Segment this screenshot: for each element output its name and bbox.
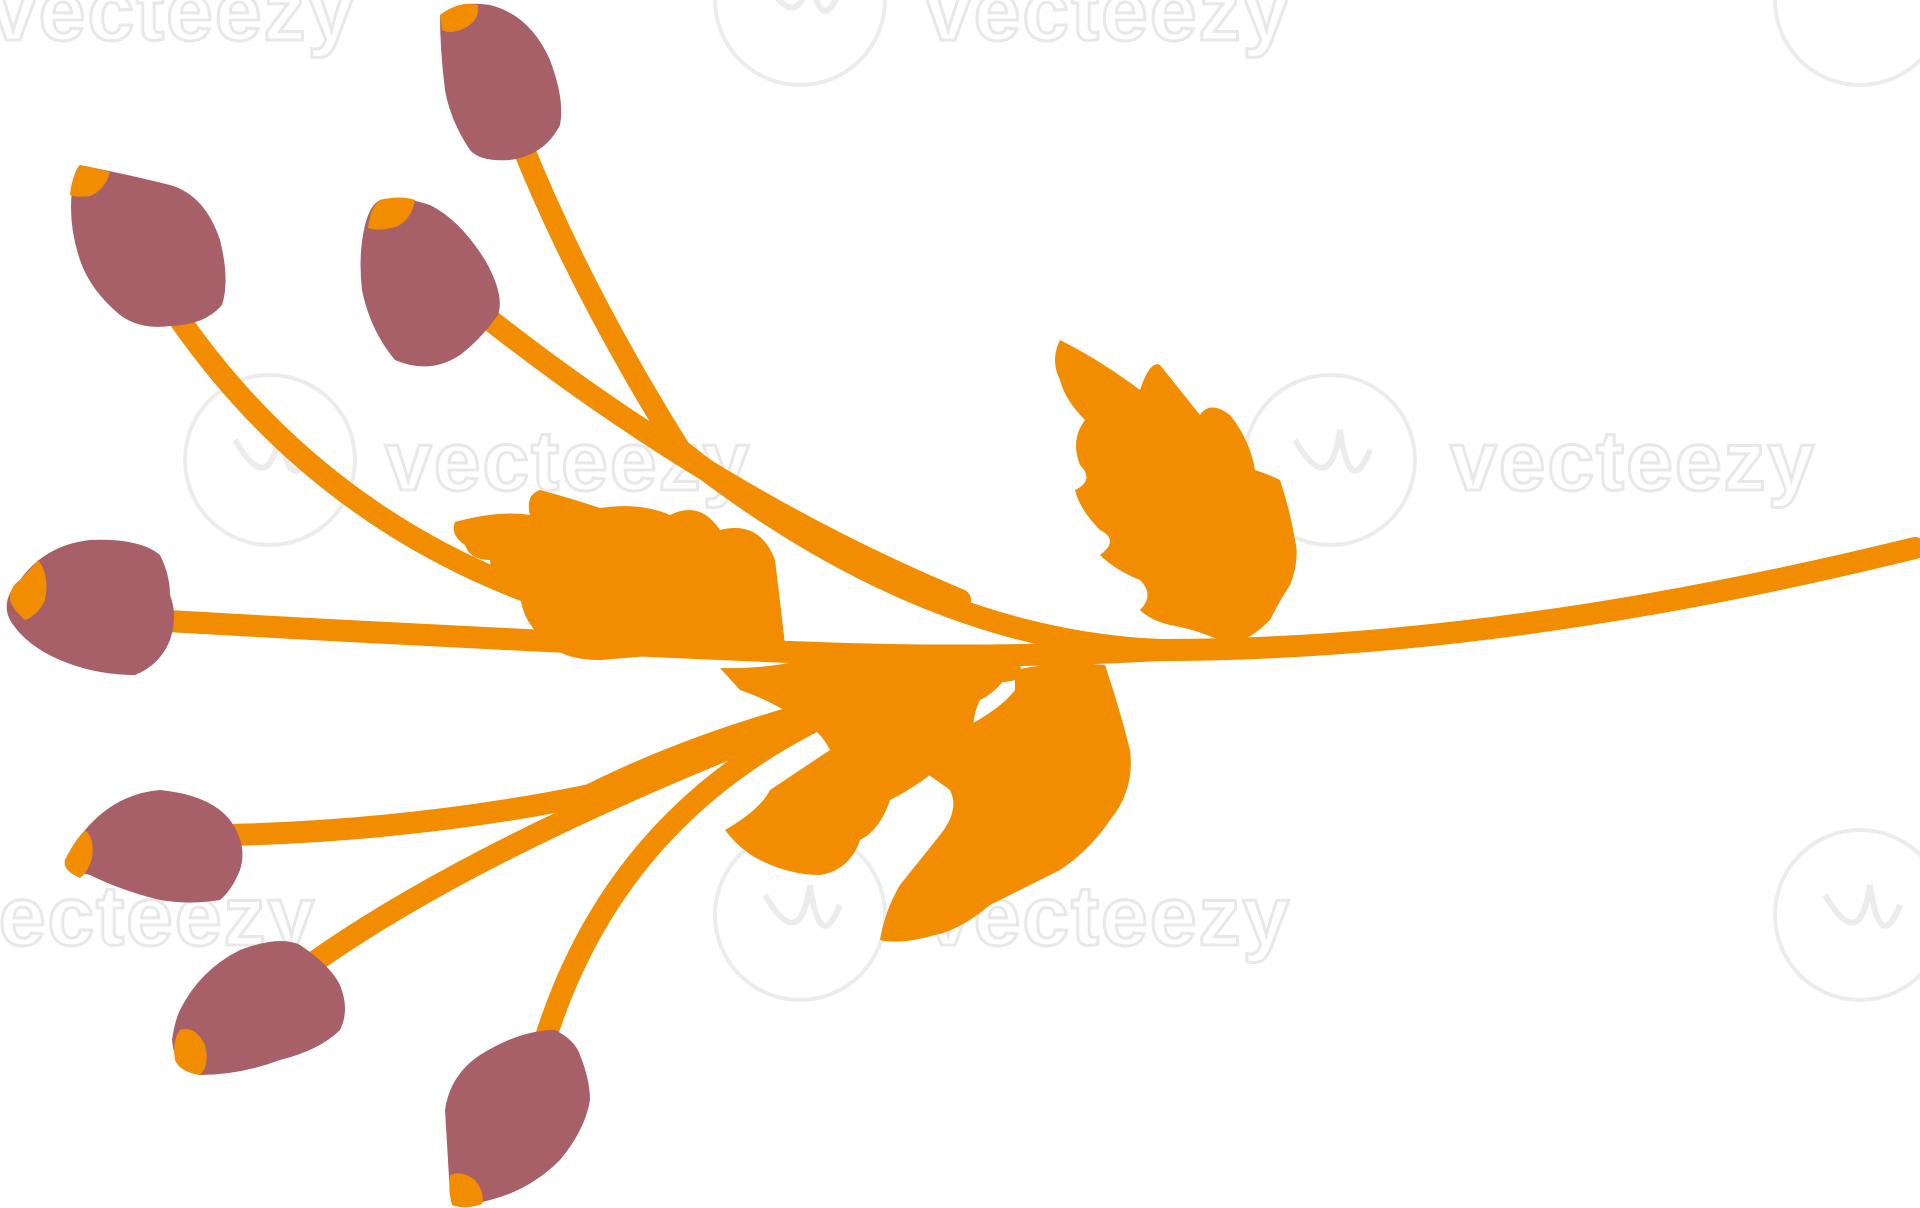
stem-bottom — [534, 689, 871, 1051]
leaf-center-bottom — [720, 649, 1010, 875]
watermark-logo — [1773, 0, 1920, 87]
leaves — [453, 340, 1297, 942]
watermark-layer: vecteezy vecteezy vecteezy vecteezy vect… — [0, 0, 1920, 1002]
watermark-logo — [183, 373, 357, 547]
watermark-logo — [713, 0, 887, 87]
berry-upper-left — [70, 165, 226, 327]
stem-upper-left — [169, 309, 561, 611]
berry-lower-2 — [172, 941, 345, 1075]
leaf-lower — [880, 663, 1131, 942]
berry-left — [6, 539, 174, 675]
leaf-right — [1055, 340, 1297, 645]
berries — [6, 3, 590, 1208]
berry-upper-mid — [360, 197, 500, 367]
leaf-left — [453, 490, 785, 660]
watermark-logo — [1773, 828, 1920, 1002]
stems — [139, 129, 1920, 1051]
berry-top — [440, 3, 562, 161]
main-stem — [139, 537, 1920, 667]
berry-bottom — [445, 1030, 590, 1208]
berry-lower-1 — [64, 790, 243, 903]
stem-upper-mid — [479, 309, 971, 611]
watermark-text: vecteezy — [0, 0, 356, 58]
watermark-text: vecteezy — [925, 0, 1291, 58]
watermark-text: vecteezy — [1450, 414, 1816, 508]
